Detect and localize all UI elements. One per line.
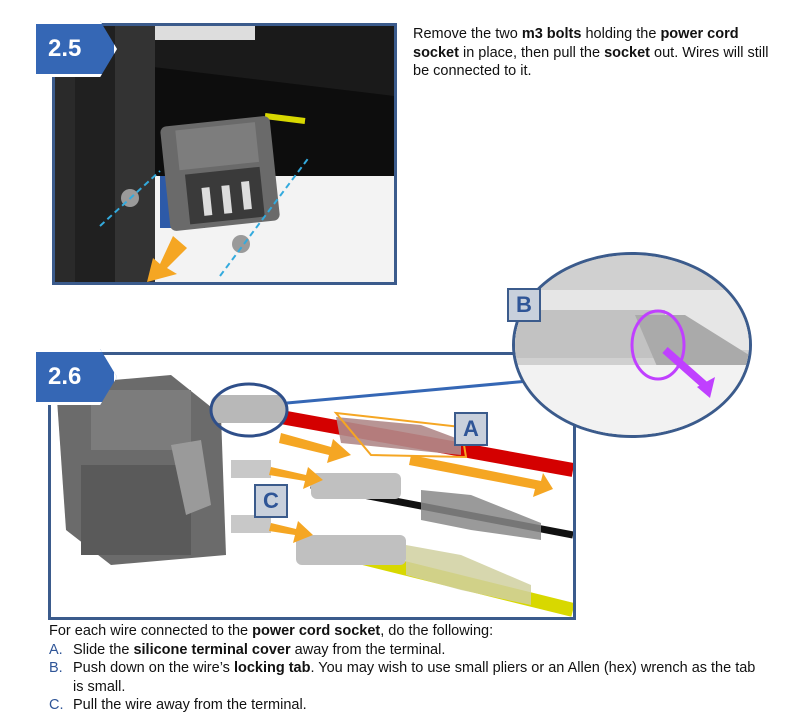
step-badge-2-5: 2.5: [33, 21, 117, 77]
callout-label-b: B: [507, 288, 541, 322]
step-2-6-illustration: [48, 352, 576, 620]
step-badge-2-6: 2.6: [33, 349, 117, 405]
callout-label-a: A: [454, 412, 488, 446]
socket-side-graphic: [56, 375, 226, 565]
wire-disconnect-drawing: [56, 375, 573, 617]
instruction-item-b: B. Push down on the wire’s locking tab. …: [49, 660, 756, 695]
socket-removal-drawing: [55, 26, 394, 282]
instruction-item-c: C. Pull the wire away from the terminal.: [49, 697, 307, 713]
zoom-detail-locking-tab: [512, 252, 752, 438]
power-socket-graphic: [160, 116, 280, 231]
callout-label-c: C: [254, 484, 288, 518]
instruction-item-a: A. Slide the silicone terminal cover awa…: [49, 641, 446, 658]
step-2-5-description: Remove the two m3 bolts holding the powe…: [413, 26, 769, 79]
step-2-5-illustration: [52, 23, 397, 285]
instructions-intro: For each wire connected to the power cor…: [49, 623, 494, 639]
wire-removal-instructions: For each wire connected to the power cor…: [49, 622, 769, 715]
